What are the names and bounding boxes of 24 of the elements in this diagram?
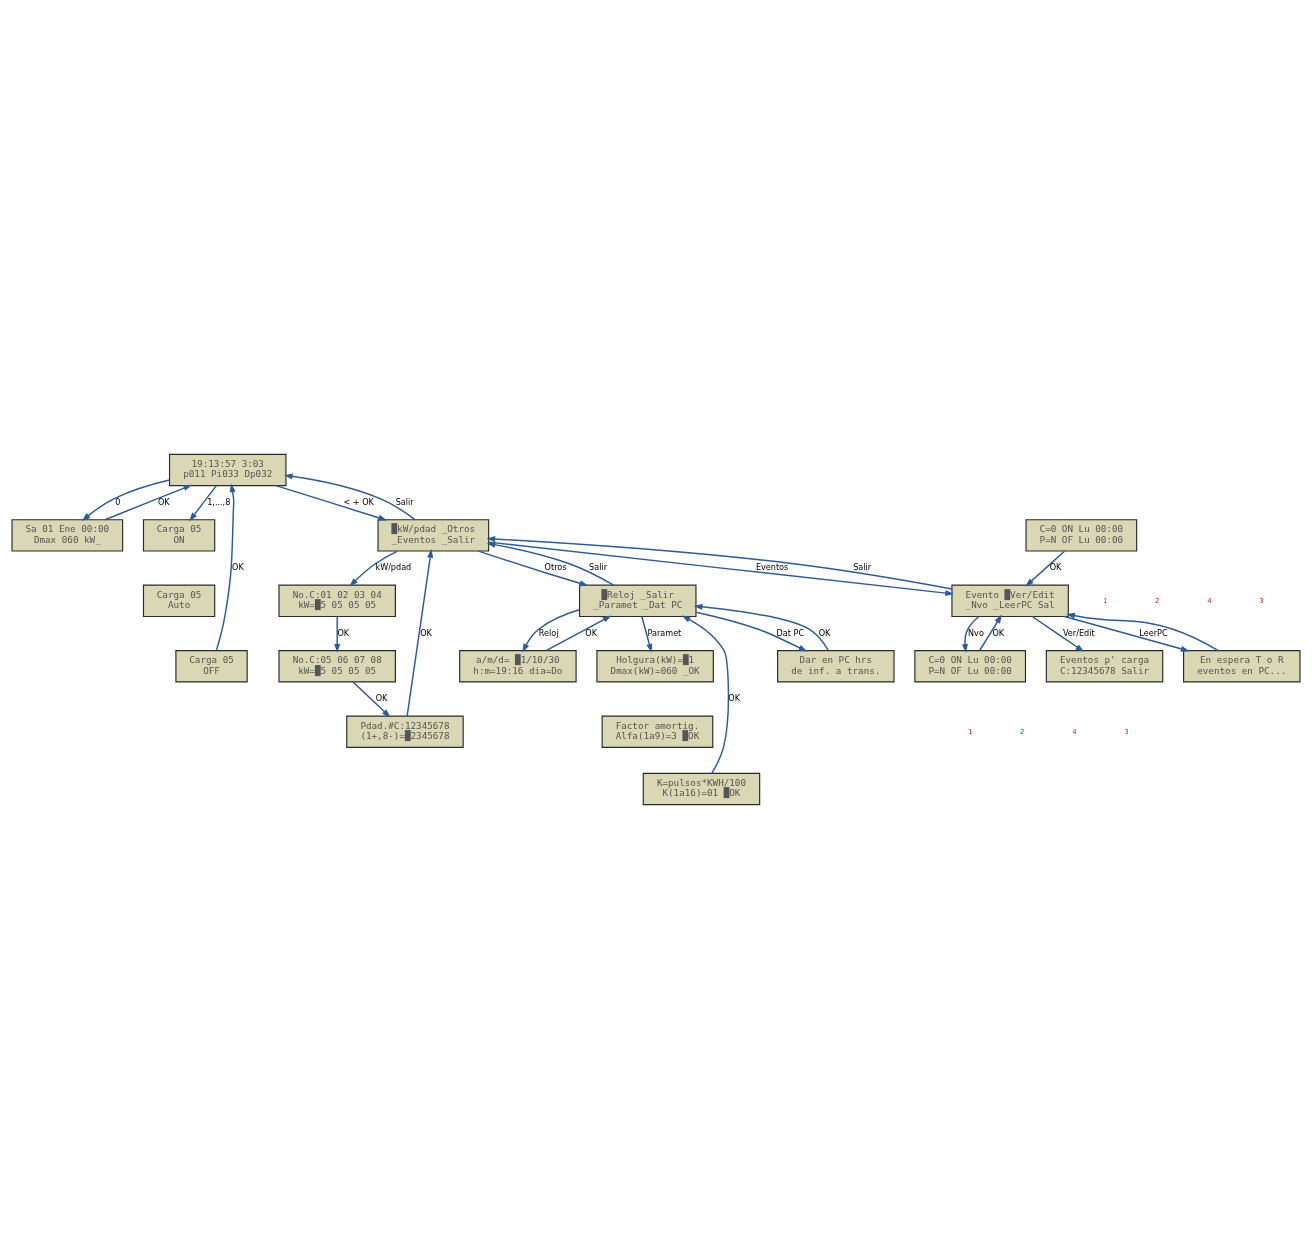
edge-label: < + OK xyxy=(343,496,374,507)
edge-label: Dat PC xyxy=(776,627,805,638)
edge-label: OK xyxy=(818,627,831,638)
edge-label: LeerPC xyxy=(1139,627,1168,638)
edge-label: OK xyxy=(375,693,388,704)
edge-label: Paramet xyxy=(647,627,682,638)
edge-label: OK xyxy=(337,627,350,638)
edge-label: OK xyxy=(992,627,1005,638)
edge-label: OK xyxy=(157,496,170,507)
edge-label: Salir xyxy=(589,562,608,573)
edge-label: Ver/Edit xyxy=(1062,627,1095,638)
edge-label: Salir xyxy=(853,562,872,573)
edge-label: OK xyxy=(1049,562,1062,573)
edge-label: OK xyxy=(420,627,432,638)
edge-label: Salir xyxy=(395,496,414,507)
edge-label: kW/pdad xyxy=(375,562,412,573)
edge-label: 1,...,8 xyxy=(207,496,231,507)
edge-label: 0 xyxy=(115,496,121,507)
edge-label: Reloj xyxy=(538,627,559,638)
edge-label: OK xyxy=(232,562,244,573)
edge-label: Otros xyxy=(544,562,567,573)
edge-label: Eventos xyxy=(755,562,789,573)
edge-label: OK xyxy=(585,627,597,638)
edge-label: Nvo xyxy=(968,627,984,638)
